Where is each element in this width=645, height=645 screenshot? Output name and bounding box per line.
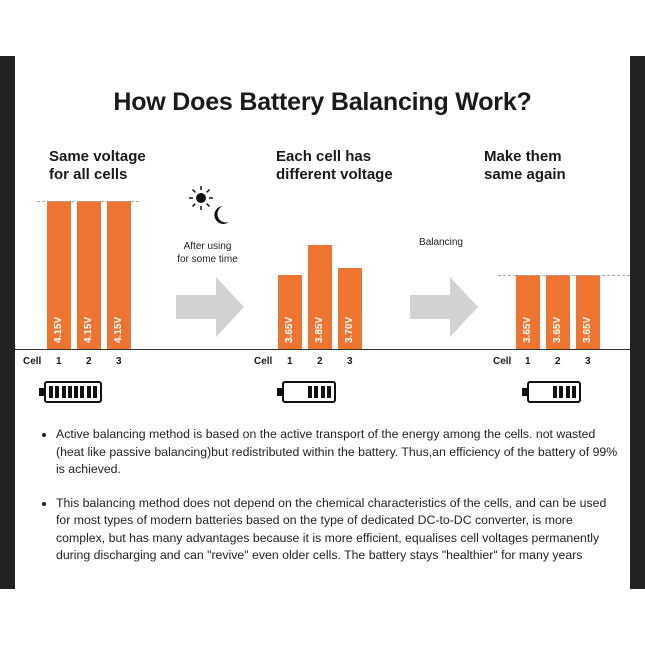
battery-segment: [327, 386, 331, 398]
battery-icon: [39, 381, 102, 403]
voltage-label: 3.65V: [552, 316, 563, 343]
moon-icon: [214, 206, 229, 224]
battery-segment: [565, 386, 570, 398]
heading-same-voltage: Same voltage for all cells: [49, 148, 146, 183]
right-border: [630, 56, 645, 589]
bullet-list: Active balancing method is based on the …: [42, 426, 621, 581]
left-border: [0, 56, 15, 589]
voltage-bar: [77, 201, 101, 349]
cell-number: 2: [317, 356, 323, 367]
battery-terminal: [39, 388, 44, 396]
cell-number: 3: [585, 356, 591, 367]
voltage-bar: [546, 275, 570, 349]
voltage-label: 3.65V: [582, 316, 593, 343]
balancing-caption: Balancing: [419, 237, 463, 248]
battery-segment: [308, 386, 313, 398]
sun-moon-icon: [189, 186, 229, 224]
bullet-item: This balancing method does not depend on…: [56, 495, 621, 565]
bullet-item: Active balancing method is based on the …: [56, 426, 621, 479]
voltage-bar: [47, 201, 71, 349]
battery-terminal: [277, 388, 282, 396]
level-dash-line: [498, 275, 630, 276]
cell-number: 3: [116, 356, 122, 367]
cell-number: 2: [555, 356, 561, 367]
battery-segment: [61, 386, 66, 398]
cell-number: 1: [287, 356, 293, 367]
voltage-label: 4.15V: [83, 316, 94, 343]
cell-number: 1: [525, 356, 531, 367]
voltage-label: 4.15V: [53, 316, 64, 343]
cell-number: 2: [86, 356, 92, 367]
battery-segment: [74, 386, 79, 398]
page-title: How Does Battery Balancing Work?: [113, 88, 532, 116]
battery-segment: [93, 386, 97, 398]
cell-label: Cell: [254, 356, 273, 367]
battery-segment: [80, 386, 85, 398]
battery-segment: [314, 386, 319, 398]
voltage-bar: [516, 275, 540, 349]
cell-number: 1: [56, 356, 62, 367]
battery-segment: [559, 386, 564, 398]
battery-segment: [553, 386, 558, 398]
battery-segment: [320, 386, 325, 398]
voltage-label: 4.15V: [113, 316, 124, 343]
battery-segment: [48, 386, 53, 398]
voltage-bar: [107, 201, 131, 349]
battery-icon: [522, 381, 581, 403]
battery-segment: [55, 386, 60, 398]
level-dash-line: [37, 201, 139, 202]
voltage-label: 3.65V: [522, 316, 533, 343]
arrow-right-icon: [410, 277, 478, 337]
voltage-bar: [338, 267, 362, 349]
voltage-label: 3.85V: [314, 316, 325, 343]
heading-different-voltage: Each cell has different voltage: [276, 148, 393, 183]
battery-icon: [277, 381, 336, 403]
heading-same-again: Make them same again: [484, 148, 566, 183]
arrow-right-icon: [176, 277, 244, 337]
sun-icon: [189, 186, 213, 210]
voltage-label: 3.65V: [284, 316, 295, 343]
cell-label: Cell: [493, 356, 512, 367]
cell-label: Cell: [23, 356, 42, 367]
cell-number: 3: [347, 356, 353, 367]
voltage-bar: [576, 275, 600, 349]
after-using-caption: After using for some time: [177, 241, 238, 265]
battery-segment: [86, 386, 91, 398]
battery-segment: [67, 386, 72, 398]
voltage-bar: [308, 245, 332, 349]
battery-segment: [572, 386, 576, 398]
baseline: [15, 349, 630, 350]
voltage-bar: [278, 275, 302, 349]
voltage-label: 3.70V: [344, 316, 355, 343]
battery-terminal: [522, 388, 527, 396]
